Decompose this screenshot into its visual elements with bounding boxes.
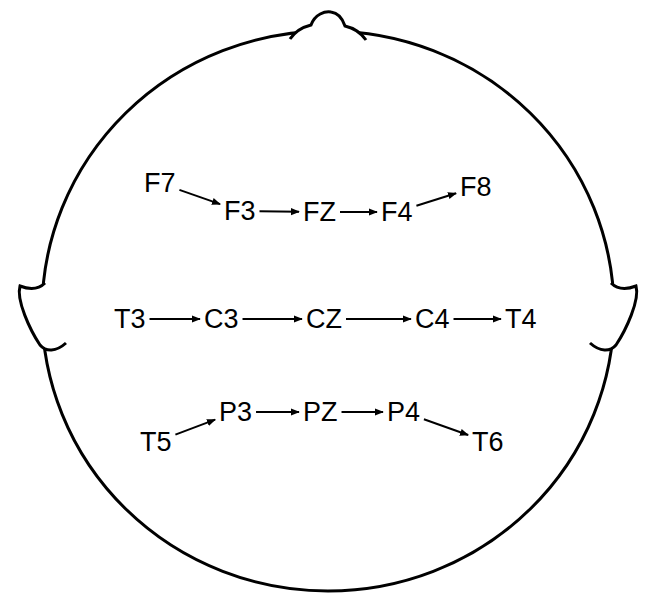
electrode-label: C4 bbox=[413, 304, 452, 334]
head-circle bbox=[42, 31, 614, 591]
montage-arrow bbox=[416, 193, 456, 206]
electrode-label: FZ bbox=[301, 197, 338, 227]
electrode-label: F7 bbox=[142, 168, 178, 198]
electrode-label: T5 bbox=[138, 427, 174, 457]
montage-arrow bbox=[243, 318, 302, 320]
montage-arrow bbox=[454, 318, 501, 320]
electrode-name: T6 bbox=[472, 427, 504, 457]
electrode-name: C4 bbox=[415, 304, 450, 334]
electrode-label: F8 bbox=[458, 172, 494, 202]
electrode-label: P4 bbox=[385, 397, 422, 427]
electrode-name: F8 bbox=[460, 172, 492, 202]
nose bbox=[290, 12, 366, 40]
electrode-name: CZ bbox=[306, 304, 342, 334]
montage-arrow bbox=[346, 318, 411, 320]
montage-arrow bbox=[150, 318, 200, 320]
electrode-label: C3 bbox=[202, 304, 241, 334]
electrode-label: F4 bbox=[379, 197, 415, 227]
electrode-name: P4 bbox=[387, 397, 420, 427]
electrode-label: F3 bbox=[222, 196, 258, 226]
montage-arrow bbox=[342, 411, 383, 413]
montage-arrow bbox=[256, 411, 299, 413]
montage-arrow bbox=[340, 211, 377, 213]
montage-arrow bbox=[175, 420, 215, 435]
electrode-name: C3 bbox=[204, 304, 239, 334]
montage-arrow bbox=[424, 419, 468, 435]
electrode-label: T6 bbox=[470, 427, 506, 457]
electrode-name: P3 bbox=[219, 397, 252, 427]
montage-arrow bbox=[179, 190, 220, 204]
electrode-name: T4 bbox=[505, 304, 537, 334]
electrode-name: F3 bbox=[224, 196, 256, 226]
right-ear bbox=[590, 283, 637, 350]
electrode-label: T4 bbox=[503, 304, 539, 334]
electrode-label: PZ bbox=[301, 397, 340, 427]
left-ear bbox=[19, 283, 66, 350]
electrode-name: PZ bbox=[303, 397, 338, 427]
electrode-name: FZ bbox=[303, 197, 336, 227]
electrode-name: T3 bbox=[114, 304, 146, 334]
electrode-name: F7 bbox=[144, 168, 176, 198]
electrode-label: T3 bbox=[112, 304, 148, 334]
electrode-name: F4 bbox=[381, 197, 413, 227]
electrode-label: P3 bbox=[217, 397, 254, 427]
electrode-label: CZ bbox=[304, 304, 344, 334]
electrode-name: T5 bbox=[140, 427, 172, 457]
montage-arrow bbox=[260, 210, 299, 212]
